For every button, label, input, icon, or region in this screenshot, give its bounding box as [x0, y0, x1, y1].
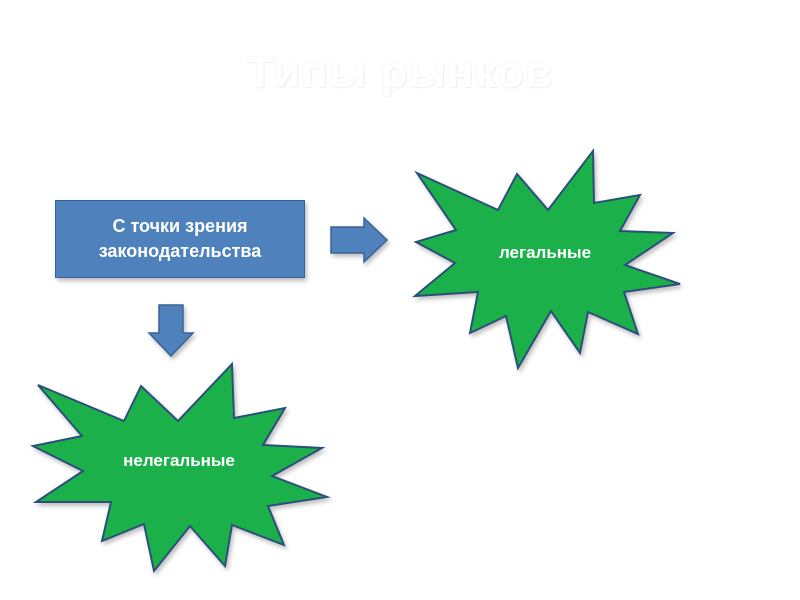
- source-box-line2: законодательства: [98, 241, 262, 261]
- source-box-text: С точки зрения законодательства: [99, 214, 262, 264]
- burst-legal: [411, 148, 681, 371]
- source-box: С точки зрения законодательства: [55, 200, 305, 278]
- slide-title: Типы рынков: [246, 48, 554, 97]
- illegal-label: нелегальные: [123, 451, 235, 470]
- legal-label: легальные: [498, 243, 592, 262]
- arrow-down: [147, 304, 195, 358]
- arrow-right: [330, 216, 389, 264]
- burst-illegal: [29, 361, 331, 574]
- source-box-line1: С точки зрения: [112, 216, 248, 236]
